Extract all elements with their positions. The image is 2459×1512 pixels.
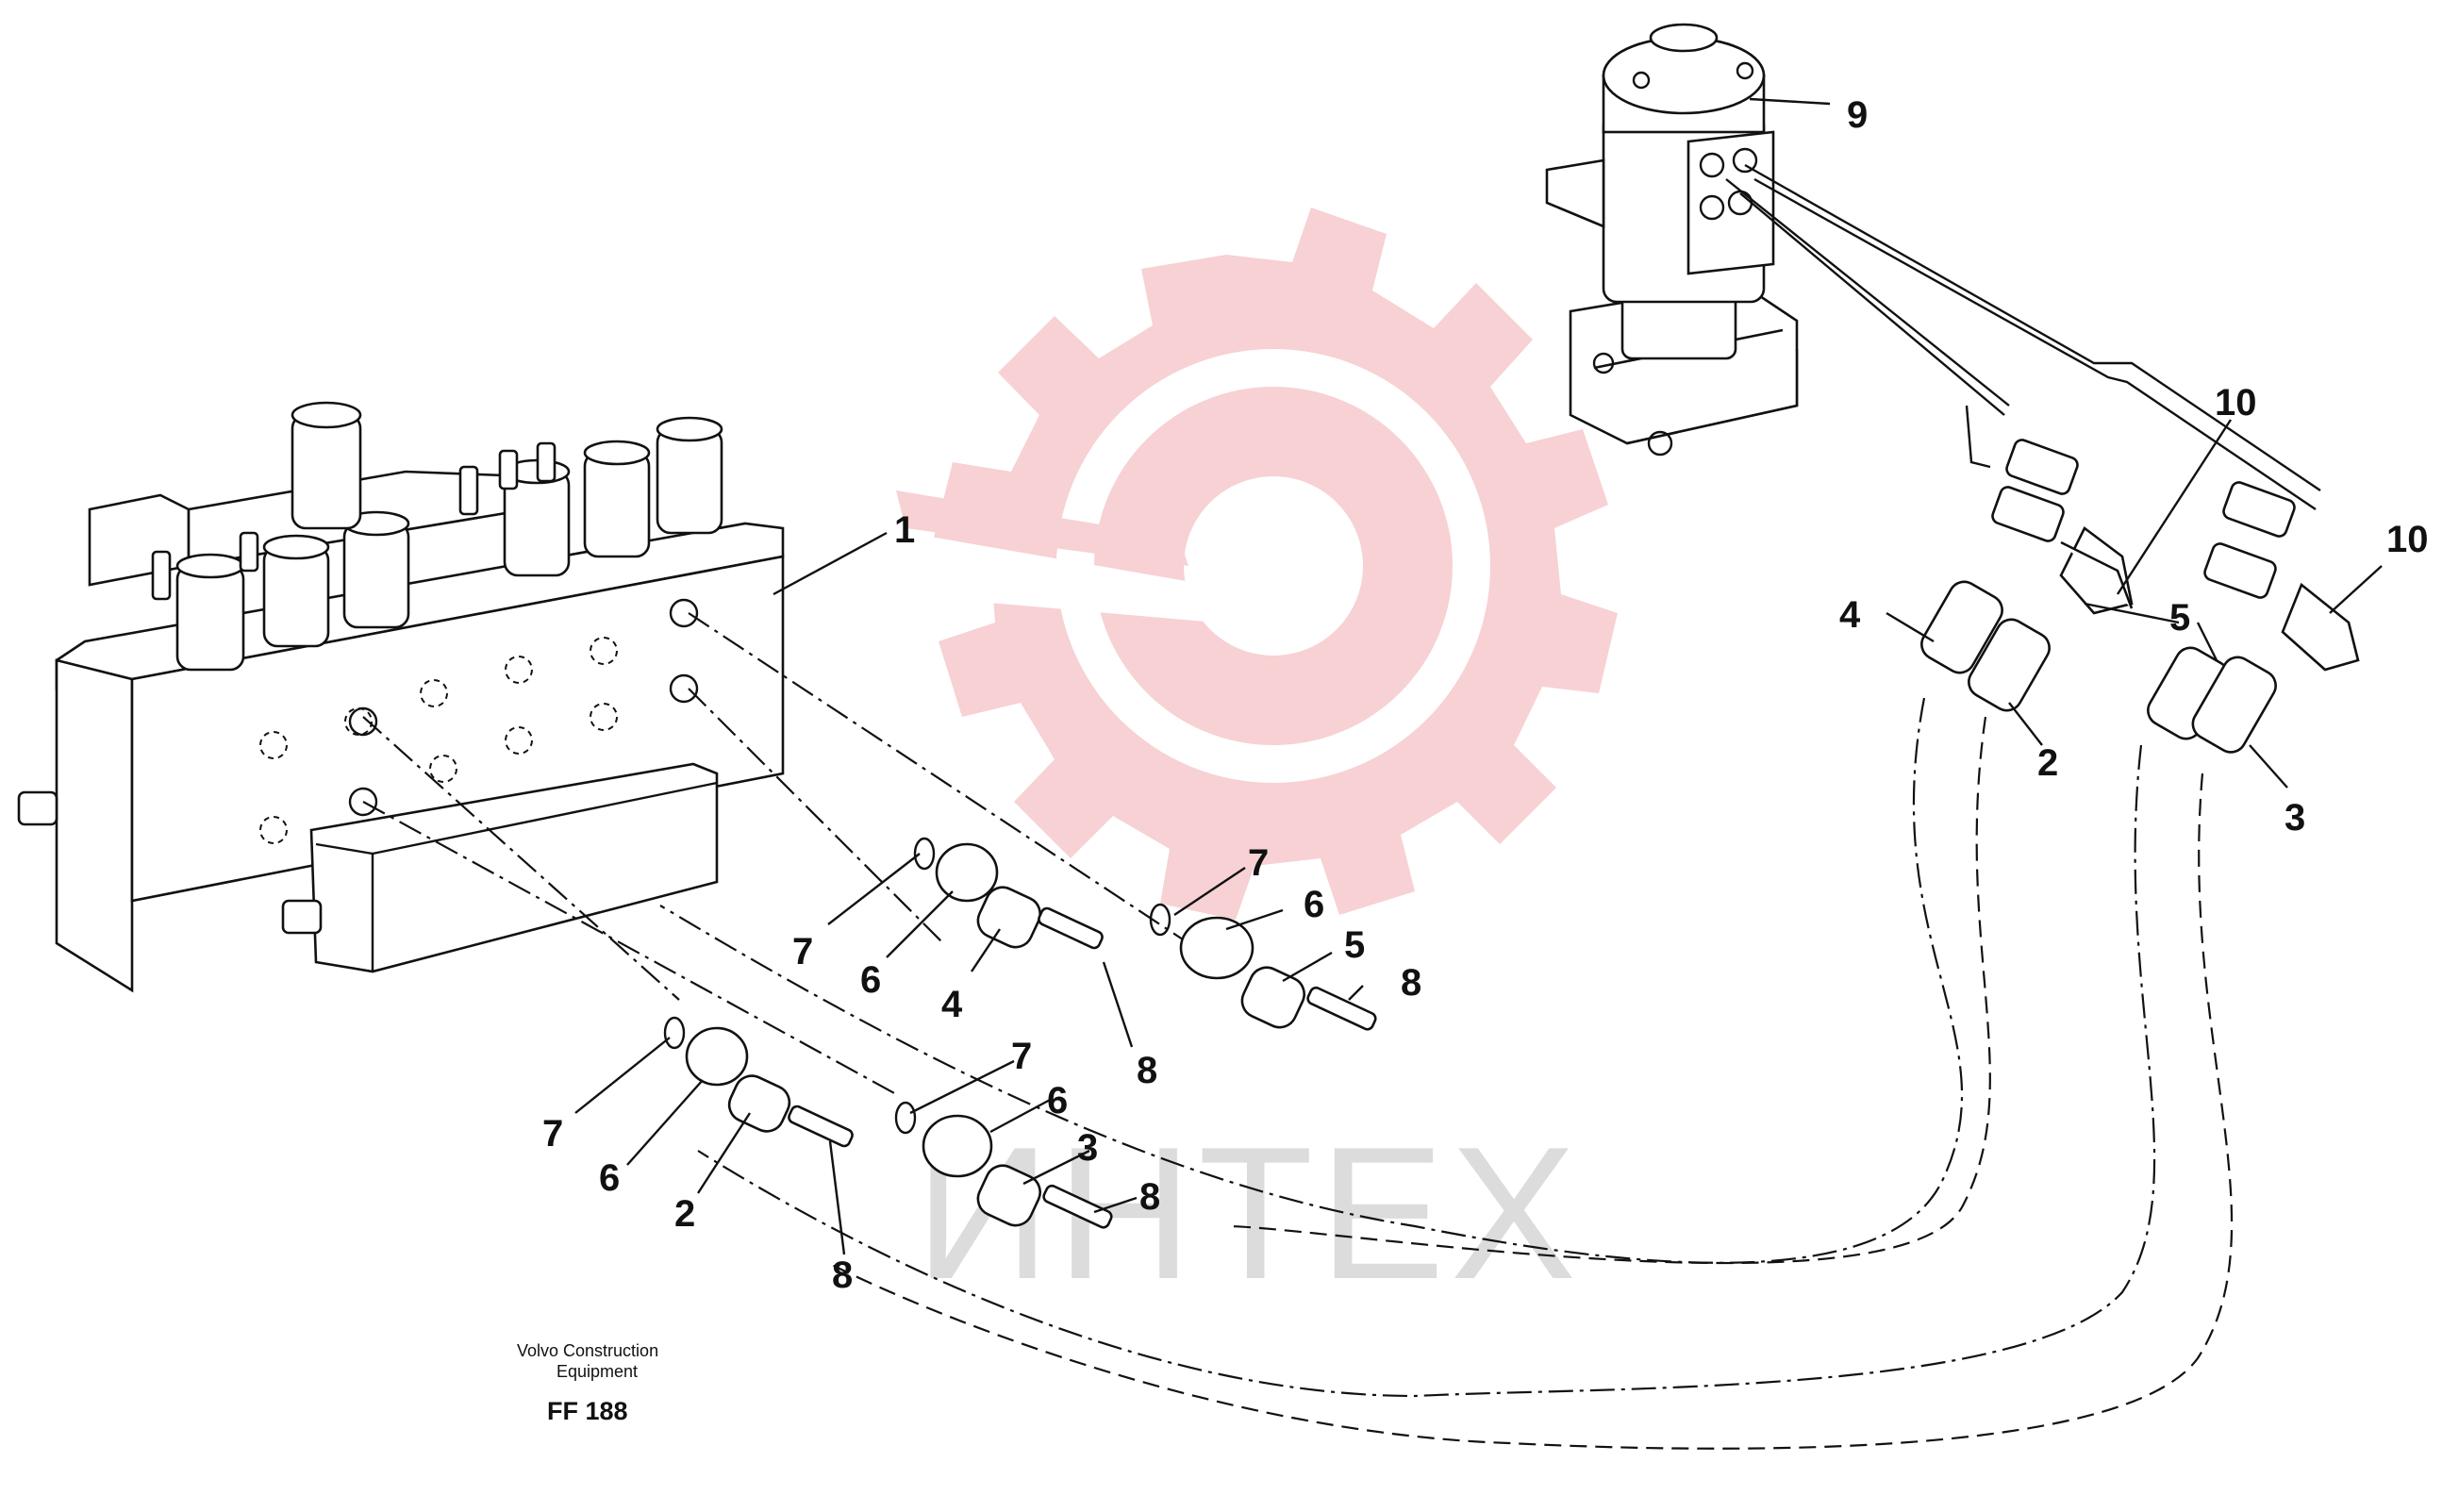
caption-line-1: Volvo Construction	[517, 1341, 658, 1360]
callout-8-b: 8	[1401, 962, 1421, 1004]
callout-10-right: 10	[2386, 519, 2429, 560]
callout-5-b: 5	[1344, 924, 1365, 966]
callouts: 1 9 10 10 4 2 5 3 7 6 4 8 7 6 5 8 7 6 2 …	[542, 94, 2429, 1296]
callout-8-c: 8	[832, 1254, 853, 1296]
callout-4-right: 4	[1839, 594, 1861, 636]
callout-4-a: 4	[941, 984, 963, 1025]
swivel-joint-icon	[1545, 23, 2321, 510]
caption-line-2: Equipment	[557, 1362, 638, 1381]
hose-routes	[362, 612, 2234, 1450]
callout-9: 9	[1847, 94, 1868, 136]
callout-6-b: 6	[1304, 884, 1324, 925]
connector-assembly-c	[663, 1016, 854, 1148]
connector-assembly-a	[913, 837, 1104, 950]
gear-watermark-icon	[882, 208, 1618, 920]
manifold-block	[309, 762, 719, 973]
callout-6-c: 6	[599, 1157, 620, 1199]
wrench-shape-2	[896, 490, 1188, 566]
callout-7-b: 7	[1248, 842, 1269, 884]
wrench-shape	[882, 528, 1217, 623]
connector-assembly-b	[1149, 903, 1377, 1031]
callout-3-right: 3	[2285, 797, 2305, 839]
connector-assembly-d	[894, 1101, 1113, 1229]
figure-code: FF 188	[547, 1397, 628, 1425]
solenoids	[151, 401, 723, 672]
callout-2-c: 2	[674, 1193, 695, 1235]
leader-lines	[574, 97, 2383, 1255]
gear-hole	[1184, 476, 1363, 656]
callout-3-d: 3	[1077, 1127, 1098, 1169]
hose-fittings-right	[1920, 439, 2360, 754]
callout-10-left: 10	[2215, 382, 2257, 424]
callout-1: 1	[894, 509, 915, 551]
ports	[259, 598, 699, 844]
callout-7-c: 7	[542, 1113, 563, 1155]
callout-7-a: 7	[792, 931, 813, 972]
valve-block-front	[55, 658, 134, 993]
callout-7-d: 7	[1011, 1036, 1032, 1077]
callout-5-right: 5	[2169, 597, 2190, 639]
caption: Volvo Construction Equipment FF 188	[517, 1341, 658, 1425]
callout-8-d: 8	[1139, 1176, 1160, 1218]
callout-2-right: 2	[2037, 742, 2058, 784]
callout-8-a: 8	[1137, 1050, 1157, 1091]
callout-6-d: 6	[1047, 1080, 1068, 1122]
valve-block-side	[130, 555, 785, 903]
callout-6-a: 6	[860, 959, 881, 1001]
valve-block-icon	[17, 401, 785, 993]
